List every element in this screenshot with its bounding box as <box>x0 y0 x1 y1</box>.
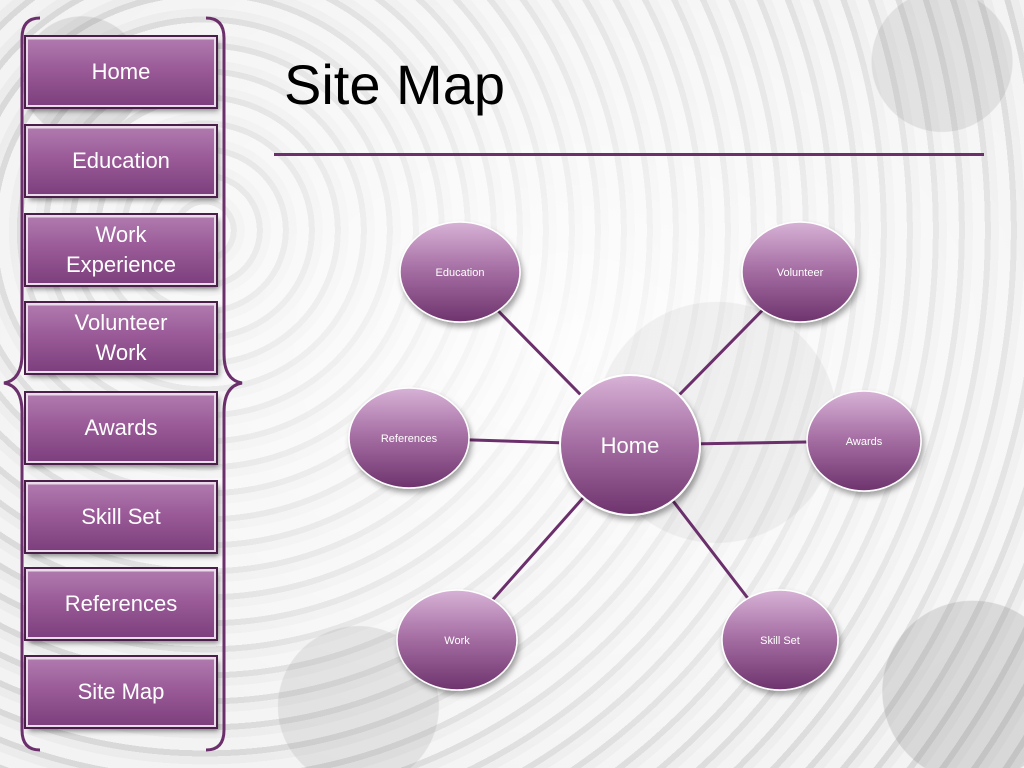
nav-site-map-label: Site Map <box>77 679 165 704</box>
node-awards-label: Awards <box>846 436 883 448</box>
nav-volunteer-work-button[interactable]: Volunteer Work <box>24 301 218 375</box>
nav-work-experience-button[interactable]: Work Experience <box>24 213 218 287</box>
node-skill-set[interactable]: Skill Set <box>721 589 839 691</box>
nav-references-label: References <box>64 591 178 616</box>
nav-awards-button[interactable]: Awards <box>24 391 218 465</box>
node-skill-set-label: Skill Set <box>760 635 800 647</box>
nav-skill-set-label: Skill Set <box>81 504 161 529</box>
node-home-center[interactable]: Home <box>559 374 701 516</box>
nav-education-button[interactable]: Education <box>24 124 218 198</box>
nav-home-label: Home <box>91 59 151 84</box>
node-volunteer[interactable]: Volunteer <box>741 221 859 323</box>
nav-education-label: Education <box>72 148 170 173</box>
node-volunteer-label: Volunteer <box>777 267 824 279</box>
nav-work-experience-label: Work Experience <box>65 222 177 277</box>
node-references[interactable]: References <box>348 387 470 489</box>
nav-awards-label: Awards <box>84 415 158 440</box>
nav-site-map-button[interactable]: Site Map <box>24 655 218 729</box>
title-divider <box>274 153 984 156</box>
nav-references-button[interactable]: References <box>24 567 218 641</box>
nav-home-button[interactable]: Home <box>24 35 218 109</box>
node-work[interactable]: Work <box>396 589 518 691</box>
node-education-label: Education <box>436 267 485 279</box>
nav-volunteer-work-label: Volunteer Work <box>74 310 168 365</box>
node-work-label: Work <box>444 635 470 647</box>
node-awards[interactable]: Awards <box>806 390 922 492</box>
node-home-label: Home <box>601 433 660 458</box>
node-references-label: References <box>381 433 438 445</box>
nav-bracket <box>3 16 243 752</box>
page-title: Site Map <box>284 53 505 116</box>
nav-skill-set-button[interactable]: Skill Set <box>24 480 218 554</box>
node-education[interactable]: Education <box>399 221 521 323</box>
